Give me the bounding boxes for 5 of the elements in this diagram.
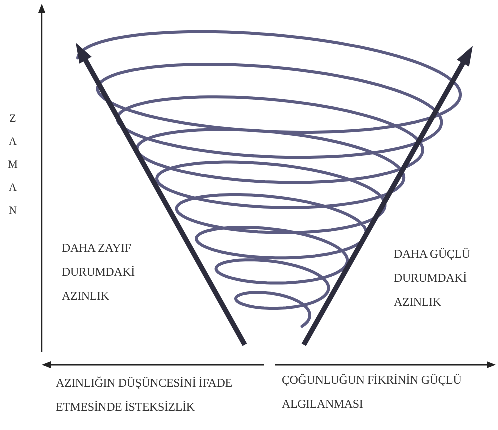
axis-label: ZAMAN bbox=[6, 113, 20, 228]
axis-caption: ÇOĞUNLUĞUN FİKRİNİN GÜÇLÜ ALGILANMASI bbox=[282, 372, 463, 413]
region-label: DAHA GÜÇLÜ DURUMDAKİ AZINLIK bbox=[394, 246, 472, 311]
axis-caption: AZINLIĞIN DÜŞÜNCESİNİ İFADE ETMESİNDE İSTEKSİZLİK bbox=[56, 375, 234, 416]
region-label: DAHA ZAYIF DURUMDAKİ AZINLIK bbox=[62, 240, 136, 305]
